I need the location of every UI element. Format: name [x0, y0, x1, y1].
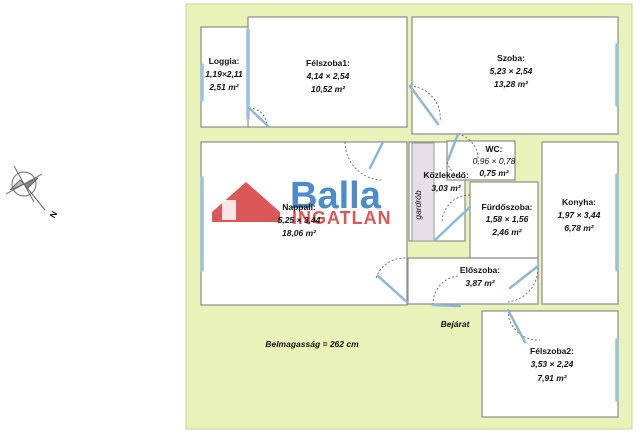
- konyha-dims: 1,97 × 3,44: [558, 210, 601, 220]
- gardrob-label: gardrób: [413, 190, 423, 220]
- room-szoba: [411, 16, 619, 135]
- kozlekedo-area: 3,03 m²: [431, 183, 461, 193]
- felszoba2-name: Félszoba2:: [530, 346, 574, 356]
- furdoszoba-dims: 1,58 × 1,56: [486, 214, 529, 224]
- room-furdoszoba: [469, 181, 539, 259]
- wc-area: 0,75 m²: [479, 168, 509, 178]
- nappali-name: Nappali:: [282, 202, 316, 212]
- wc-dims: 0,96 × 0,78: [473, 156, 516, 166]
- entrance-label: Bejárat: [441, 319, 471, 329]
- compass-north-label: N: [48, 209, 60, 219]
- konyha-area: 6,78 m²: [564, 223, 594, 233]
- room-nappali: [200, 141, 408, 306]
- felszoba1-area: 10,52 m²: [311, 84, 346, 94]
- room-wc: [446, 140, 516, 181]
- furdoszoba-name: Fürdőszoba:: [482, 202, 533, 212]
- gardrob-closet: [411, 142, 435, 242]
- felszoba2-dims: 3,53 × 2,24: [531, 359, 574, 369]
- room-eloszoba: [407, 257, 539, 305]
- nappali-dims: 5,25 × 3,44: [278, 215, 321, 225]
- loggia-dims: 1,19×2,11: [205, 69, 243, 79]
- szoba-name: Szoba:: [497, 53, 525, 63]
- watermark-text-balla: Balla: [290, 175, 382, 217]
- felszoba1-dims: 4,14 × 2,54: [306, 71, 350, 81]
- felszoba2-area: 7,91 m²: [537, 373, 567, 383]
- furdoszoba-area: 2,46 m²: [491, 227, 522, 237]
- compass-rose-icon: [5, 165, 46, 211]
- watermark-text-ingatlan: INGATLAN: [292, 208, 392, 228]
- loggia-name: Loggia:: [209, 56, 240, 66]
- eloszoba-name: Előszoba:: [460, 265, 500, 275]
- konyha-name: Konyha:: [562, 197, 596, 207]
- kozlekedo-name: Közlekedő:: [423, 170, 469, 180]
- ceiling-height-label: Belmagasság = 262 cm: [265, 339, 359, 349]
- watermark-logo: Balla INGATLAN: [212, 175, 392, 228]
- loggia-area: 2,51 m²: [208, 82, 239, 92]
- szoba-dims: 5,23 × 2,54: [490, 66, 533, 76]
- room-loggia: [200, 26, 250, 128]
- nappali-area: 18,06 m²: [282, 228, 317, 238]
- room-konyha: [541, 141, 619, 305]
- wc-name: WC:: [486, 144, 503, 154]
- felszoba1-name: Félszoba1:: [306, 58, 350, 68]
- szoba-area: 13,28 m²: [494, 79, 529, 89]
- eloszoba-area: 3,87 m²: [465, 278, 495, 288]
- room-felszoba1: [247, 16, 408, 128]
